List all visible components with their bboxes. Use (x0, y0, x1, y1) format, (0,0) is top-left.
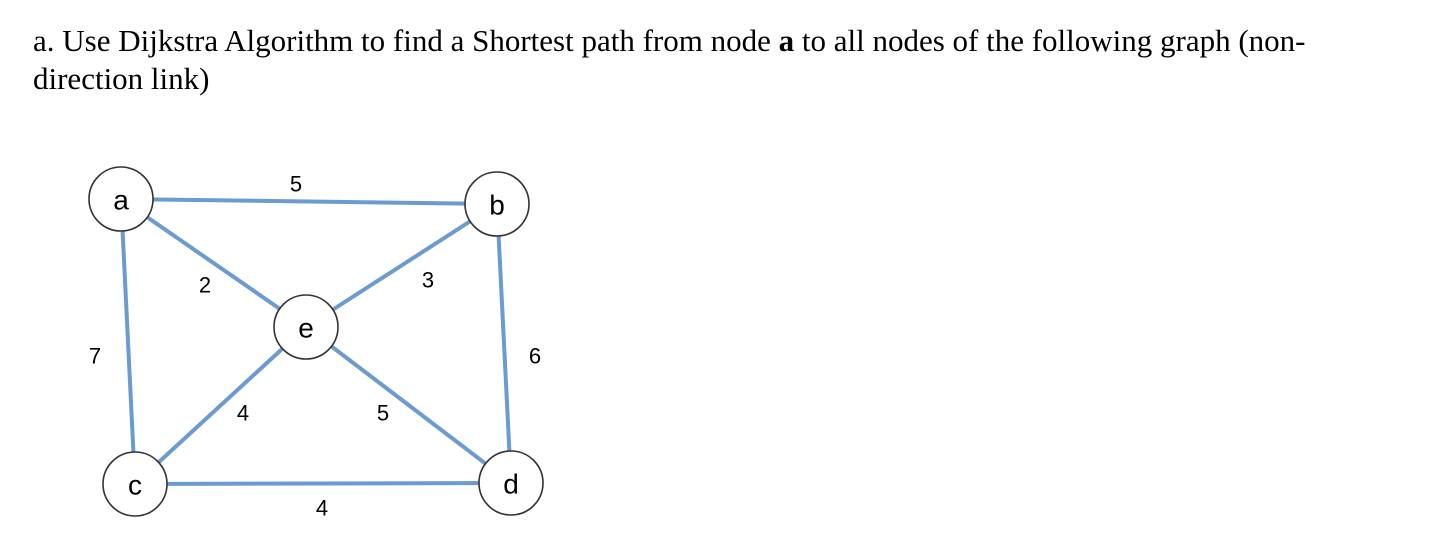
edge-a-c (119, 197, 137, 486)
edge-weight-b-e: 3 (422, 268, 434, 293)
question-prefix: a. Use Dijkstra Algorithm to find a Shor… (33, 23, 779, 58)
node-a: a (88, 166, 154, 232)
node-label-e: e (298, 313, 314, 344)
edge-weight-b-d: 6 (529, 344, 541, 369)
question-suffix: to all nodes of the following graph (non… (33, 23, 1306, 96)
node-label-d: d (503, 469, 519, 500)
node-label-b: b (489, 190, 505, 221)
node-circle-c (102, 451, 168, 517)
node-b: b (464, 171, 530, 237)
start-node-label: a (778, 23, 795, 58)
node-label-c: c (128, 470, 142, 501)
question-text: a. Use Dijkstra Algorithm to find a Shor… (33, 22, 1413, 98)
edge-weight-e-c: 4 (237, 401, 249, 426)
edge-a-e (119, 197, 308, 329)
edge-b-e (304, 202, 499, 329)
edge-weight-a-e: 2 (199, 273, 211, 298)
edge-weight-a-c: 7 (89, 344, 101, 369)
node-circle-e (273, 294, 339, 360)
edge-e-d (304, 325, 513, 485)
node-circle-b (464, 171, 530, 237)
edges (119, 197, 513, 486)
node-circle-a (88, 166, 154, 232)
node-label-a: a (113, 185, 129, 216)
edge-weights: 5 2 7 3 6 4 5 4 (89, 172, 541, 521)
node-e: e (273, 294, 339, 360)
node-circle-d (478, 450, 544, 516)
edge-weight-c-d: 4 (316, 496, 328, 521)
node-d: d (478, 450, 544, 516)
edge-weight-a-b: 5 (290, 172, 302, 197)
node-c: c (102, 451, 168, 517)
edge-c-d (133, 481, 513, 486)
edge-b-d (495, 202, 513, 485)
edge-weight-e-d: 5 (377, 401, 389, 426)
nodes: a b c d e (88, 166, 544, 517)
edge-a-b (119, 197, 499, 206)
edge-e-c (133, 325, 308, 486)
